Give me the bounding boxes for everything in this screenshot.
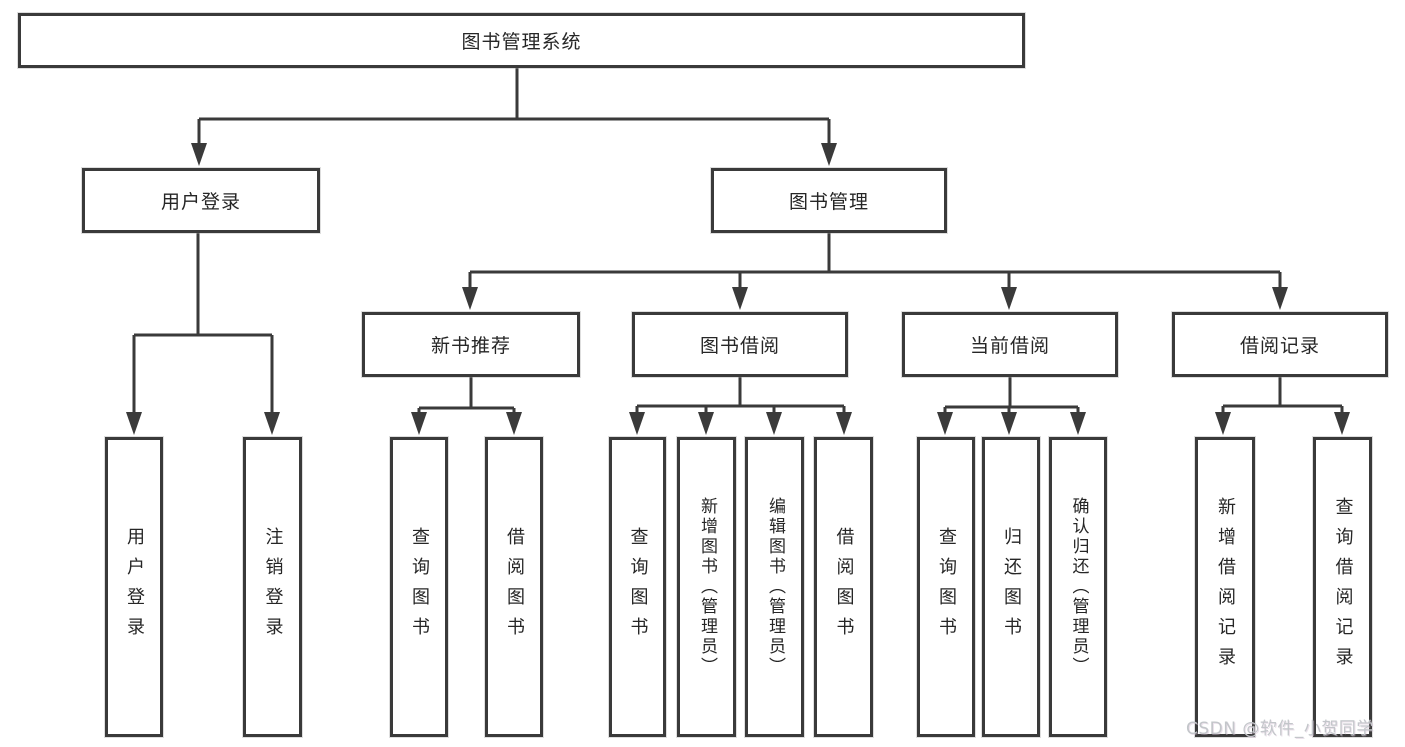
node-label: 借阅图书 [504,527,525,647]
node-label: 新增图书（管理员） [697,497,717,677]
leaf-query-books-2: 查询图书 [609,437,666,737]
leaf-borrow-books-2: 借阅图书 [814,437,873,737]
node-label: 查询图书 [627,527,649,647]
node-label: 当前借阅 [969,335,1050,357]
node-label: 图书借阅 [699,335,780,357]
leaf-borrow-books-1: 借阅图书 [485,437,543,737]
node-root-system: 图书管理系统 [18,13,1025,68]
node-label: 图书管理系统 [461,31,582,53]
node-label: 新增借阅记录 [1215,497,1236,677]
node-label: 编辑图书（管理员） [765,497,785,677]
node-current-borrow: 当前借阅 [902,312,1118,377]
node-book-borrow: 图书借阅 [632,312,848,377]
node-label: 新书推荐 [430,335,511,357]
leaf-return-books: 归还图书 [982,437,1040,737]
leaf-query-books-1: 查询图书 [390,437,448,737]
node-label: 借阅图书 [833,527,855,647]
node-new-book-recommend: 新书推荐 [362,312,580,377]
leaf-confirm-return-admin: 确认归还（管理员） [1049,437,1107,737]
leaf-add-book-admin: 新增图书（管理员） [677,437,736,737]
node-label: 查询借阅记录 [1332,497,1354,677]
leaf-query-books-3: 查询图书 [917,437,975,737]
leaf-logout: 注销登录 [243,437,302,737]
node-user-login: 用户登录 [82,168,320,233]
node-label: 查询图书 [936,527,957,647]
node-label: 注销登录 [262,527,284,647]
leaf-edit-book-admin: 编辑图书（管理员） [745,437,804,737]
node-borrow-records: 借阅记录 [1172,312,1388,377]
leaf-query-borrow-record: 查询借阅记录 [1313,437,1372,737]
node-book-management: 图书管理 [711,168,947,233]
node-label: 归还图书 [1001,527,1022,647]
node-label: 确认归还（管理员） [1068,497,1089,677]
node-label: 借阅记录 [1239,335,1320,357]
csdn-watermark: CSDN @软件_小贺同学 [1186,719,1374,739]
node-label: 查询图书 [409,527,430,647]
node-label: 用户登录 [160,191,241,213]
arrowheads [126,143,1350,435]
leaf-add-borrow-record: 新增借阅记录 [1195,437,1255,737]
node-label: 图书管理 [788,191,869,213]
leaf-user-login: 用户登录 [105,437,163,737]
node-label: 用户登录 [124,527,145,647]
